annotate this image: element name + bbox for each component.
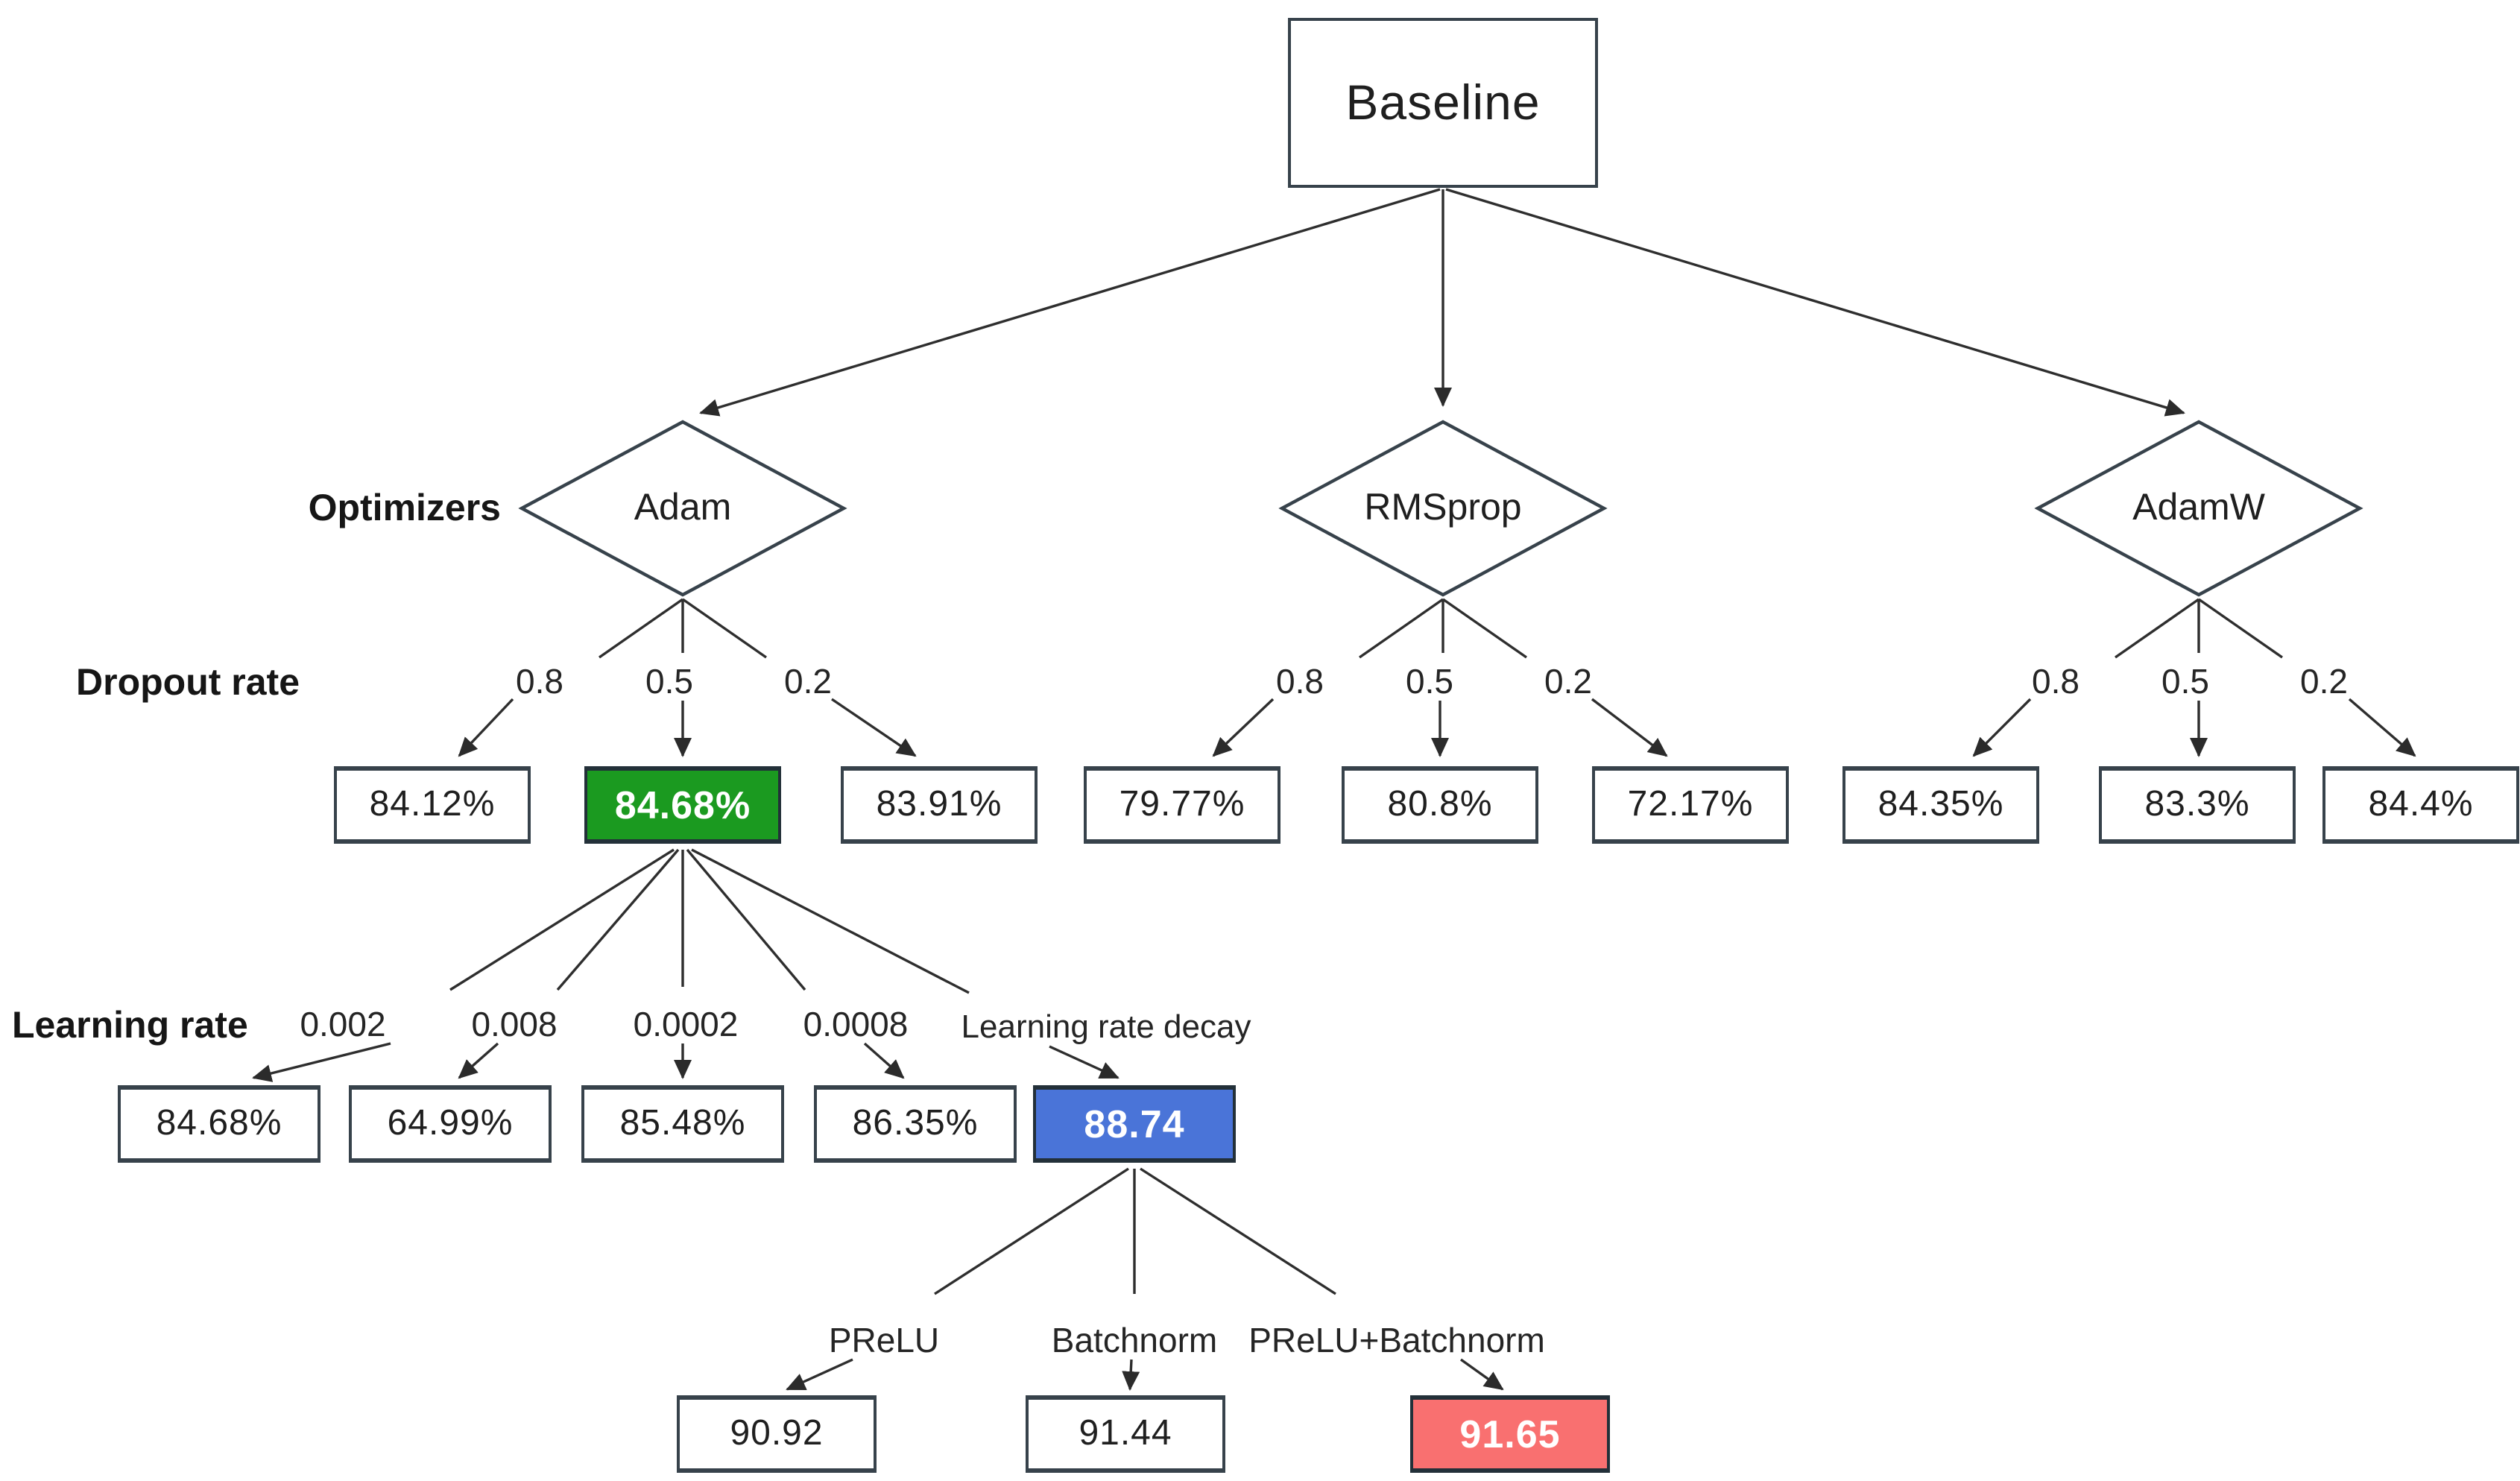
row-label-learning-rate: Learning rate [12, 1005, 248, 1046]
result-rmsprop-dropout-0.5: 80.8% [1342, 766, 1538, 844]
baseline-node: Baseline [1288, 18, 1598, 188]
result-value: 90.92 [730, 1413, 824, 1453]
row-label-optimizers: Optimizers [308, 487, 501, 529]
diamond-label-adam: Adam [634, 487, 732, 528]
refinement-label-prelu: PReLU [828, 1321, 940, 1360]
refinement-label-prelu-batchnorm: PReLU+Batchnorm [1248, 1321, 1545, 1360]
edges-adam-dropouts [458, 598, 917, 757]
learning-rate-label: 0.002 [300, 1005, 386, 1043]
dropout-rate-label: 0.2 [2300, 662, 2348, 701]
result-adam-dropout-0.5-highlighted: 84.68% [584, 766, 781, 844]
result-value: 86.35% [852, 1103, 979, 1143]
result-value: 79.77% [1119, 784, 1245, 824]
result-value: 83.91% [876, 784, 1002, 824]
edges-learning-rates [252, 848, 1120, 1082]
dropout-rate-label: 0.2 [784, 662, 832, 701]
diamond-label-adamw: AdamW [2132, 487, 2265, 528]
result-value: 80.8% [1387, 784, 1493, 824]
edges-refinements [786, 1167, 1504, 1391]
result-adam-dropout-0.8: 84.12% [334, 766, 531, 844]
result-lr-0.0008: 86.35% [814, 1085, 1017, 1163]
edges-baseline-to-optimizers [699, 188, 2185, 417]
learning-rate-label: 0.0008 [803, 1005, 909, 1043]
result-batchnorm: 91.44 [1026, 1395, 1225, 1473]
baseline-label: Baseline [1345, 75, 1541, 130]
edges-adamw-dropouts [1972, 598, 2416, 757]
result-rmsprop-dropout-0.2: 72.17% [1592, 766, 1789, 844]
dropout-rate-label: 0.8 [1276, 662, 1324, 701]
diamond-rmsprop [1278, 420, 1608, 597]
dropout-rate-label: 0.2 [1544, 662, 1592, 701]
result-adam-dropout-0.2: 83.91% [841, 766, 1038, 844]
result-prelu: 90.92 [677, 1395, 877, 1473]
result-lr-0.0002: 85.48% [581, 1085, 784, 1163]
learning-rate-label: 0.008 [471, 1005, 558, 1043]
dropout-rate-label: 0.5 [2161, 662, 2209, 701]
edges-rmsprop-dropouts [1212, 598, 1668, 757]
result-value: 84.12% [369, 784, 496, 824]
dropout-rate-label: 0.5 [645, 662, 693, 701]
dropout-rate-label: 0.8 [2032, 662, 2080, 701]
result-adamw-dropout-0.2: 84.4% [2322, 766, 2519, 844]
result-value: 91.44 [1079, 1413, 1172, 1453]
learning-rate-label: 0.0002 [633, 1005, 739, 1043]
row-label-dropout-rate: Dropout rate [76, 662, 300, 704]
refinement-label-batchnorm: Batchnorm [1051, 1321, 1218, 1360]
result-value: 72.17% [1627, 784, 1754, 824]
diamond-label-rmsprop: RMSprop [1364, 487, 1522, 528]
result-rmsprop-dropout-0.8: 79.77% [1084, 766, 1280, 844]
result-value: 84.68% [614, 782, 751, 827]
result-value: 84.35% [1878, 784, 2004, 824]
result-value: 64.99% [387, 1103, 514, 1143]
result-value: 88.74 [1084, 1101, 1185, 1146]
result-value: 91.65 [1459, 1411, 1561, 1456]
diamond-adam [518, 420, 847, 597]
result-lr-decay-highlighted: 88.74 [1033, 1085, 1236, 1163]
result-lr-0.008: 64.99% [349, 1085, 552, 1163]
learning-rate-decay-label: Learning rate decay [961, 1008, 1251, 1045]
result-adamw-dropout-0.5: 83.3% [2099, 766, 2296, 844]
dropout-rate-label: 0.5 [1406, 662, 1453, 701]
result-value: 84.4% [2368, 784, 2474, 824]
result-value: 83.3% [2144, 784, 2250, 824]
dropout-rate-label: 0.8 [516, 662, 563, 701]
result-value: 85.48% [619, 1103, 746, 1143]
diamond-adamw [2034, 420, 2363, 597]
result-value: 84.68% [156, 1103, 282, 1143]
result-lr-0.002: 84.68% [118, 1085, 320, 1163]
result-prelu-batchnorm-highlighted: 91.65 [1410, 1395, 1610, 1473]
result-adamw-dropout-0.8: 84.35% [1842, 766, 2039, 844]
